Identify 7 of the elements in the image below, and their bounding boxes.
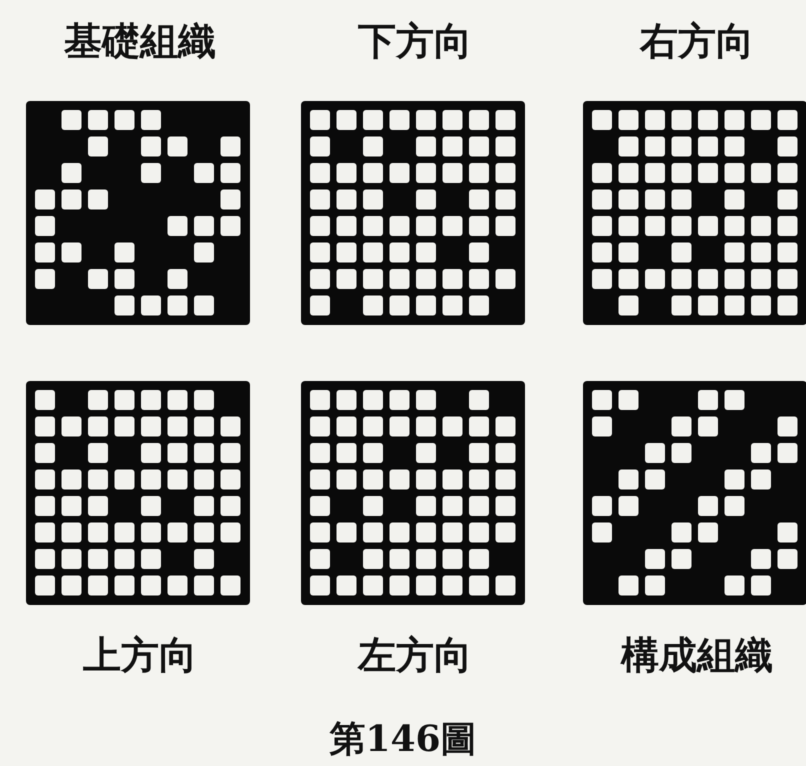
grid-label: 右方向 <box>638 18 755 64</box>
grid-label: 基礎組織 <box>63 18 217 64</box>
grid-label: 上方向 <box>82 632 198 678</box>
grid-label: 構成組織 <box>619 632 774 678</box>
grid-label: 下方向 <box>357 18 473 64</box>
figure-caption: 第146圖 <box>328 717 478 762</box>
grid-label: 左方向 <box>356 632 473 678</box>
